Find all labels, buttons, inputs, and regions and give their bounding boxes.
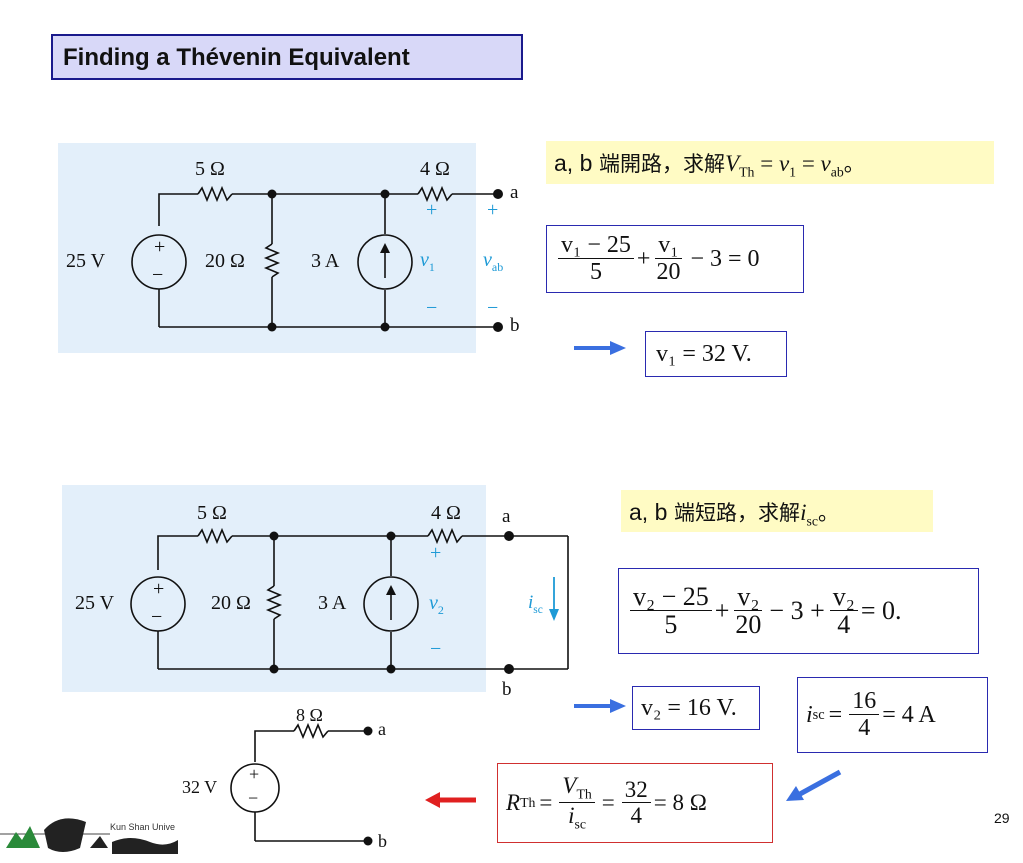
c1-v1-label: v1 — [420, 249, 435, 274]
c2-r2-label: 20 Ω — [211, 592, 251, 614]
arrow-right-icon — [574, 341, 626, 355]
page-number: 29 — [994, 810, 1010, 826]
c1-r1-label: 5 Ω — [195, 158, 225, 180]
thevenin-circuit: + − — [230, 722, 373, 846]
c2-r3-label: 4 Ω — [431, 502, 461, 524]
svg-text:Kun Shan Unive: Kun Shan Unive — [110, 822, 175, 832]
result-v1: v₁ = 32 V. — [645, 331, 787, 377]
c1-isrc-label: 3 A — [311, 250, 340, 272]
c1-vab-label: vab — [483, 249, 504, 274]
note-open-circuit: a, b 端開路，求解VTh = v1 = vab。 — [546, 141, 994, 184]
svg-text:−: − — [151, 606, 162, 628]
resistor-5ohm — [197, 185, 233, 203]
c1-plus-2: + — [487, 199, 499, 221]
c1-minus-1: − — [426, 297, 438, 319]
c3-vsrc-label: 32 V — [182, 777, 218, 797]
title-box: Finding a Thévenin Equivalent — [51, 34, 523, 80]
c3-node-a: a — [378, 719, 386, 739]
c2-minus: − — [430, 638, 442, 660]
university-logo-icon: Kun Shan Unive — [0, 818, 178, 854]
c1-r2-label: 20 Ω — [205, 250, 245, 272]
note-short-circuit: a, b 端短路，求解isc。 — [621, 490, 933, 532]
c2-node-a: a — [502, 506, 511, 527]
resistor-4ohm — [417, 185, 453, 203]
c2-vsrc-label: 25 V — [75, 592, 115, 614]
svg-text:+: + — [154, 236, 165, 258]
c1-plus-1: + — [426, 199, 438, 221]
current-source — [357, 234, 413, 290]
c2-r1-label: 5 Ω — [197, 502, 227, 524]
result-v2: v₂ = 16 V. — [632, 686, 760, 730]
c1-vsrc-label: 25 V — [66, 250, 106, 272]
c2-node-b: b — [502, 679, 512, 700]
resistor-20ohm — [263, 243, 281, 278]
c2-isc-label: isc — [528, 592, 543, 616]
svg-text:+: + — [153, 578, 164, 600]
c1-node-a: a — [510, 182, 519, 203]
c1-r3-label: 4 Ω — [420, 158, 450, 180]
arrow-diagonal-icon — [786, 769, 842, 801]
circuit-open: + − — [58, 143, 503, 353]
c3-node-b: b — [378, 831, 387, 851]
arrow-left-icon — [425, 792, 476, 808]
c2-v2-label: v2 — [429, 592, 444, 617]
c2-isrc-label: 3 A — [318, 592, 347, 614]
svg-text:−: − — [152, 264, 163, 286]
c1-minus-2: − — [487, 297, 499, 319]
c1-node-b: b — [510, 315, 520, 336]
arrow-right-icon — [574, 699, 626, 713]
slide-title: Finding a Thévenin Equivalent — [63, 44, 410, 71]
svg-text:+: + — [249, 764, 259, 784]
c3-r-label: 8 Ω — [296, 705, 323, 725]
circuit-short: + − — [62, 485, 569, 692]
svg-text:−: − — [248, 788, 258, 808]
c2-plus: + — [430, 542, 442, 564]
